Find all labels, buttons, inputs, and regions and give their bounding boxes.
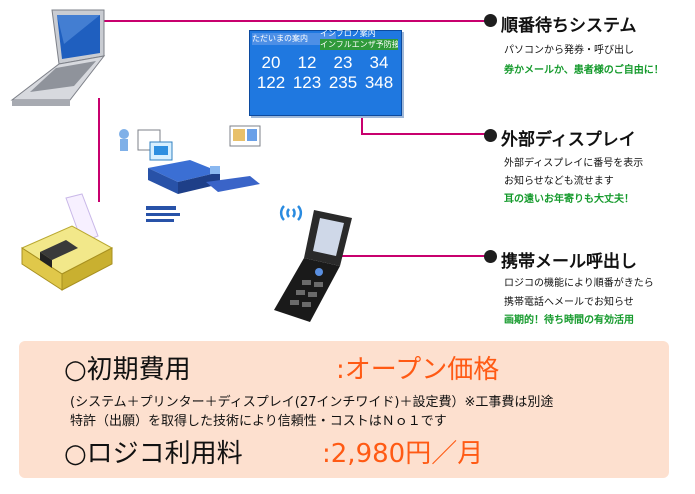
feature-title-external-display: 外部ディスプレイ bbox=[501, 130, 636, 150]
board-label-now: ただいまの案内 bbox=[252, 33, 336, 45]
bullet-dot bbox=[484, 129, 497, 142]
wireless-signal-icon bbox=[279, 205, 303, 221]
usage-fee-value: :2,980円／月 bbox=[322, 439, 484, 469]
bullet-dot bbox=[484, 250, 497, 263]
queue-number: 23 bbox=[333, 53, 353, 72]
queue-number: 34 bbox=[369, 53, 389, 72]
queue-display-board: ただいまの案内 インフロノ案内 インフルエンザ予防接 20 12 23 34 1… bbox=[249, 29, 402, 116]
queue-number: 123 bbox=[292, 73, 322, 92]
feature-highlight: 画期的！待ち時間の有効活用 bbox=[504, 315, 634, 326]
connector-line-laptop-top bbox=[95, 20, 490, 22]
feature-title-mobile-mail: 携帯メール呼出し bbox=[501, 252, 637, 272]
initial-cost-label: ○初期費用 bbox=[64, 355, 191, 385]
queue-number: 20 bbox=[261, 53, 281, 72]
ticket-printer-icon bbox=[20, 193, 114, 291]
patent-note: 特許（出願）を取得した技術により信頼性・コストはＮｏ１です bbox=[70, 414, 447, 429]
clinic-network-diagram bbox=[119, 125, 261, 222]
connector-line-board-right bbox=[361, 108, 363, 135]
queue-number: 12 bbox=[297, 53, 317, 72]
initial-cost-value: :オープン価格 bbox=[336, 355, 500, 385]
queue-number: 348 bbox=[364, 73, 394, 92]
mobile-phone-icon bbox=[274, 210, 352, 322]
feature-desc: パソコンから発券・呼び出し bbox=[504, 45, 634, 56]
feature-desc: お知らせなども流せます bbox=[504, 176, 614, 187]
queue-number: 122 bbox=[256, 73, 286, 92]
connector-line-display bbox=[361, 133, 489, 135]
board-label-top: インフロノ案内 bbox=[320, 29, 376, 38]
connector-line-vertical bbox=[98, 98, 100, 202]
feature-desc: 外部ディスプレイに番号を表示 bbox=[504, 158, 644, 169]
laptop-icon bbox=[10, 9, 106, 106]
usage-fee-label: ○ロジコ利用料 bbox=[64, 439, 243, 469]
board-label-right: インフルエンザ予防接 bbox=[320, 39, 398, 50]
feature-highlight: 耳の遠いお年寄りも大丈夫！ bbox=[504, 194, 634, 205]
feature-desc: 携帯電話へメールでお知らせ bbox=[504, 297, 634, 308]
feature-title-queue-system: 順番待ちシステム bbox=[501, 16, 637, 36]
feature-desc: ロジコの機能により順番がきたら bbox=[504, 278, 654, 289]
queue-number: 235 bbox=[328, 73, 358, 92]
bullet-dot bbox=[484, 14, 497, 27]
feature-highlight: 券かメールか、患者様のご自由に！ bbox=[504, 65, 664, 76]
initial-cost-note: (システム＋プリンター＋ディスプレイ(27インチワイド)＋設定費）※工事費は別途 bbox=[70, 395, 554, 410]
pricing-panel bbox=[19, 341, 669, 478]
connector-line-mobile bbox=[340, 255, 488, 257]
